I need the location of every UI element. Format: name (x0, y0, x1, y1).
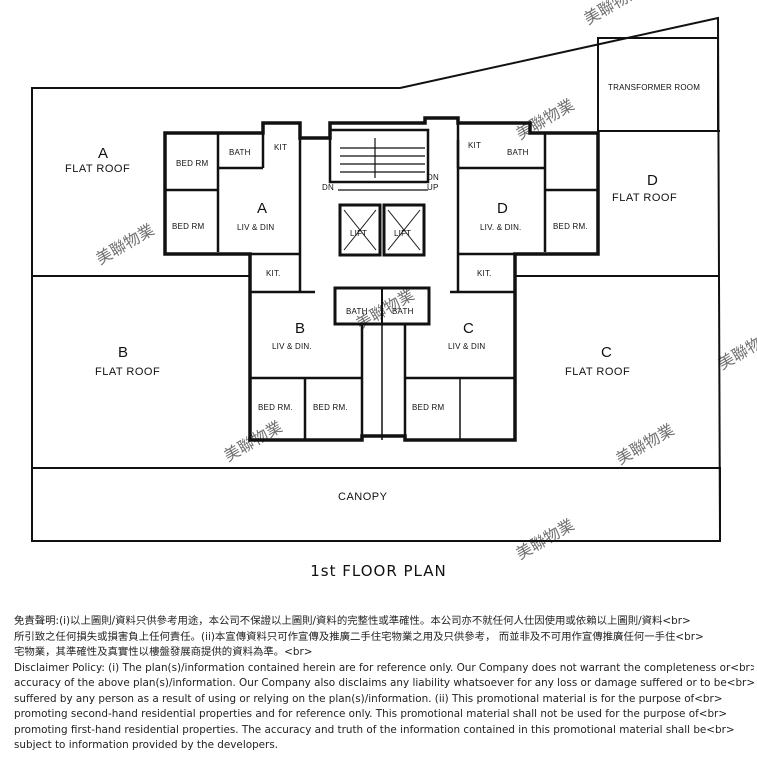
floor-plan: 美聯物業 美聯物業 美聯物業 美聯物業 美聯物業 美聯物業 美聯物業 美聯物業 … (31, 0, 757, 560)
flat-roof-c-label: FLAT ROOF (565, 366, 630, 378)
unit-d-liv: LIV. & DIN. (480, 223, 521, 232)
unit-c-bed: BED RM (412, 403, 444, 412)
unit-b-letter: B (295, 320, 305, 337)
watermark: 美聯物業 (93, 221, 157, 269)
flat-roof-b-label: FLAT ROOF (95, 366, 160, 378)
disclaimer-line: suffered by any person as a result of us… (14, 692, 723, 705)
site-boundary (31, 16, 722, 542)
disclaimer-line: 免責聲明:(i)以上圖則/資料只供參考用途，本公司不保證以上圖則/資料的完整性或… (14, 615, 691, 627)
canopy (31, 467, 721, 542)
unit-c-liv: LIV & DIN (448, 342, 485, 351)
watermark: 美聯物業 (613, 421, 677, 469)
disclaimer: 免責聲明:(i)以上圖則/資料只供參考用途，本公司不保證以上圖則/資料的完整性或… (14, 614, 754, 754)
unit-b-bed-2: BED RM. (313, 403, 348, 412)
unit-d-letter: D (497, 200, 508, 217)
unit-a-liv: LIV & DIN (237, 223, 274, 232)
unit-a-kit-2: KIT. (266, 269, 281, 278)
disclaimer-line: promoting second-hand residential proper… (14, 708, 728, 720)
stair-up: UP (427, 183, 439, 192)
flat-roof-a-letter: A (98, 145, 108, 162)
disclaimer-line: accuracy of the above plan(s)/informatio… (14, 677, 754, 689)
transformer-room-label: TRANSFORMER ROOM (608, 83, 700, 92)
unit-a-bath: BATH (229, 148, 251, 157)
lift-1-label: LIFT (350, 229, 367, 238)
unit-a-kit: KIT (274, 143, 287, 152)
disclaimer-line: subject to information provided by the d… (14, 739, 279, 751)
disclaimer-line: Disclaimer Policy: (i) The plan(s)/infor… (14, 661, 754, 674)
unit-a-bed-2: BED RM (172, 222, 204, 231)
unit-c-letter: C (463, 320, 474, 337)
unit-b-bed-1: BED RM. (258, 403, 293, 412)
disclaimer-line: 所引致之任何損失或損害負上任何責任。(ii)本宣傳資料只可作宣傳及推廣二手住宅物… (14, 630, 704, 643)
lift-shaft-2 (382, 203, 426, 257)
flat-roof-d-letter: D (647, 172, 658, 189)
canopy-label: CANOPY (338, 491, 388, 503)
unit-d-bath: BATH (507, 148, 529, 157)
flat-roof-a-label: FLAT ROOF (65, 163, 130, 175)
watermark: 美聯物業 (715, 326, 757, 374)
flat-roof-d-label: FLAT ROOF (612, 192, 677, 204)
plan-title: 1st FLOOR PLAN (310, 562, 447, 580)
unit-a-bed-1: BED RM (176, 159, 208, 168)
unit-c-bath: BATH (392, 307, 414, 316)
flat-roof-c-letter: C (601, 344, 612, 361)
unit-b-bath: BATH (346, 307, 368, 316)
flat-roof-b-letter: B (118, 344, 128, 361)
unit-d-kit-2: KIT. (477, 269, 492, 278)
watermark: 美聯物業 (581, 0, 645, 28)
lift-shaft-1 (338, 203, 382, 257)
disclaimer-line: promoting first-hand residential propert… (14, 723, 735, 736)
lift-2-label: LIFT (394, 229, 411, 238)
stair-dn-2: DN (427, 173, 439, 182)
watermark: 美聯物業 (513, 516, 577, 560)
disclaimer-line: 宅物業，其準確性及真實性以樓盤發展商提供的資料為準。<br> (14, 646, 313, 658)
stair-dn-1: DN (322, 183, 334, 192)
unit-b-liv: LIV & DIN. (272, 342, 312, 351)
unit-d-kit: KIT (468, 141, 481, 150)
unit-d-bed: BED RM. (553, 222, 588, 231)
unit-a-letter: A (257, 200, 267, 217)
